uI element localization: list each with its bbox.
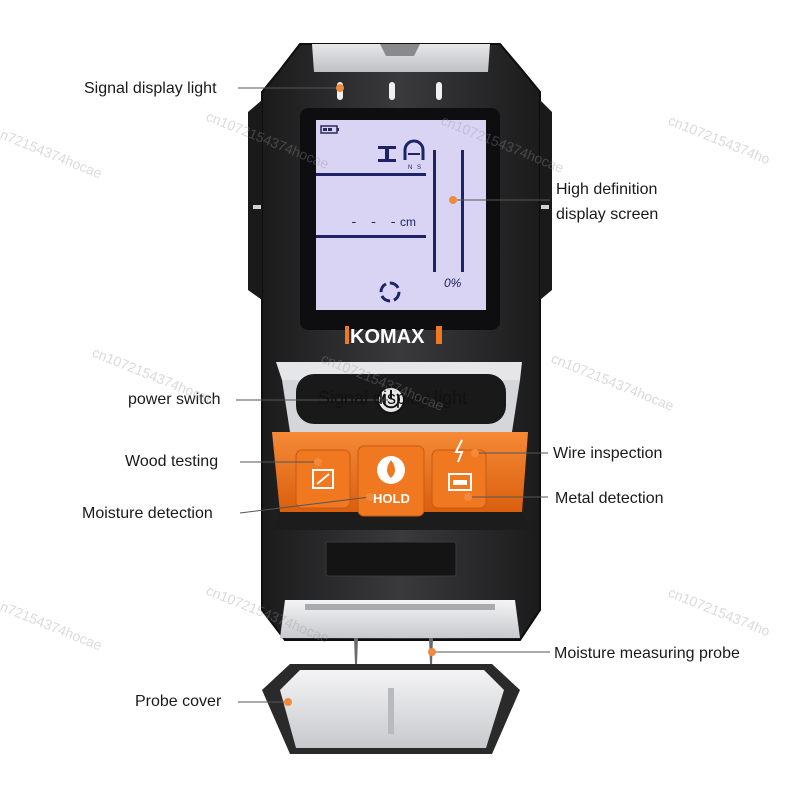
- label-high-definition-line2: display screen: [556, 206, 659, 223]
- top-sensor-cap: [312, 44, 490, 72]
- screen-percent: 0%: [444, 276, 462, 290]
- label-moisture-probe: Moisture measuring probe: [554, 645, 740, 662]
- lightning-icon: [454, 439, 464, 463]
- lower-plate: [280, 600, 520, 638]
- label-high-definition-line1: High definition: [556, 181, 658, 198]
- label-probe-cover: Probe cover: [135, 693, 222, 710]
- pointer-dots: [284, 84, 479, 706]
- svg-text:S: S: [417, 165, 421, 171]
- label-wood-testing: Wood testing: [125, 453, 219, 470]
- moisture-probes: [354, 638, 433, 664]
- signal-light-right: [436, 82, 442, 100]
- magnet-icon: N S: [403, 139, 425, 171]
- power-button[interactable]: [377, 386, 405, 414]
- battery-icon: [320, 125, 339, 134]
- screen-unit: cm: [400, 215, 416, 229]
- probe-cover: [262, 664, 520, 754]
- label-wire-inspection: Wire inspection: [553, 445, 663, 462]
- label-power-switch: power switch: [128, 391, 221, 408]
- stud-icon: [378, 146, 396, 162]
- brand-name: KOMAX: [350, 326, 425, 348]
- svg-text:N: N: [408, 165, 412, 171]
- target-icon: [379, 281, 401, 303]
- hold-label: HOLD: [373, 491, 410, 506]
- metal-wire-button[interactable]: [431, 439, 487, 509]
- label-metal-detection: Metal detection: [555, 490, 664, 507]
- lower-grip: [325, 541, 457, 577]
- wood-moisture-button[interactable]: [295, 449, 351, 509]
- label-moisture-detection: Moisture detection: [82, 505, 213, 522]
- hold-button[interactable]: HOLD: [357, 445, 425, 517]
- pointer-lines: [236, 87, 550, 703]
- label-signal-display-light: Signal display light: [84, 80, 217, 97]
- signal-light-middle: [389, 82, 395, 100]
- screen-dashes: - - -: [350, 215, 399, 230]
- brand-logo: KOMAX: [345, 326, 442, 348]
- overlay-signal-text: Signal display light: [318, 388, 468, 408]
- display-screen: N S - - - cm 0%: [300, 108, 500, 330]
